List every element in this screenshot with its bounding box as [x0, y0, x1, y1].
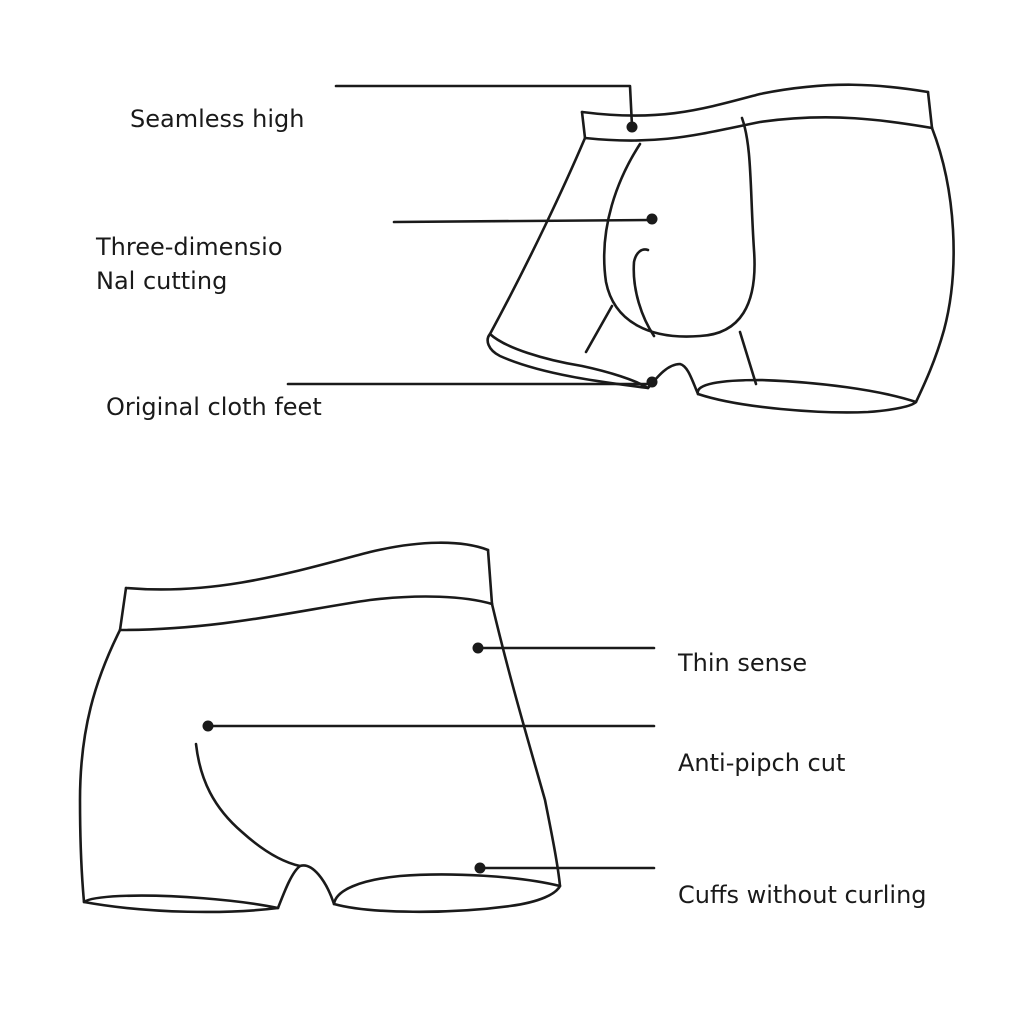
leader-line-three-d	[392, 218, 654, 224]
back-left-outer-seam	[78, 628, 122, 904]
waistband-right-side	[926, 90, 934, 130]
label-line: Seamless high	[130, 105, 305, 133]
waistband-top-edge	[580, 83, 930, 117]
gusset-seam-right	[738, 330, 758, 386]
back-waistband-right-side	[486, 548, 494, 606]
waistband-left-side	[580, 110, 587, 140]
right-outer-seam	[914, 126, 955, 404]
back-waistband-left-side	[118, 586, 128, 632]
right-leg-opening	[696, 378, 918, 414]
label-cuffs-without-curling: Cuffs without curling	[678, 878, 927, 912]
label-line: Anti-pipch cut	[678, 749, 846, 777]
label-thin-sense: Thin sense	[678, 646, 807, 680]
label-seamless-high: Seamless high	[130, 102, 304, 136]
back-right-outer-seam	[490, 602, 562, 888]
leader-line-seamless	[334, 84, 634, 128]
back-crotch	[276, 864, 336, 910]
label-original-cloth-feet: Original cloth feet	[106, 390, 322, 424]
leader-dot-three-d	[646, 213, 658, 225]
label-line: Three-dimensio	[96, 233, 283, 261]
label-anti-pinch-cut: Anti-pipch cut	[678, 746, 845, 780]
pouch-outline	[602, 116, 756, 338]
label-line: Thin sense	[678, 649, 808, 677]
front-briefs-illustration	[286, 83, 955, 414]
pouch-inner-curve	[632, 248, 656, 338]
label-line: Original cloth feet	[106, 393, 322, 421]
back-waistband-top-edge	[124, 541, 490, 591]
back-waistband-bottom-edge	[118, 595, 494, 632]
left-leg-opening	[486, 332, 650, 390]
leader-dot-cloth-feet	[646, 376, 658, 388]
waistband-bottom-edge	[583, 116, 934, 142]
crotch-gusset	[646, 362, 700, 396]
back-right-leg-opening	[332, 873, 562, 914]
label-line: Nal cutting	[96, 267, 228, 295]
back-left-leg-opening	[82, 894, 280, 914]
label-line: Cuffs without curling	[678, 881, 927, 909]
label-three-d-cutting: Three-dimensio Nal cutting	[96, 230, 283, 298]
seat-curve	[194, 742, 302, 868]
left-outer-seam	[488, 136, 587, 336]
back-briefs-illustration	[78, 541, 656, 914]
gusset-seam-left	[584, 304, 614, 354]
leader-dot-seamless	[626, 121, 638, 133]
